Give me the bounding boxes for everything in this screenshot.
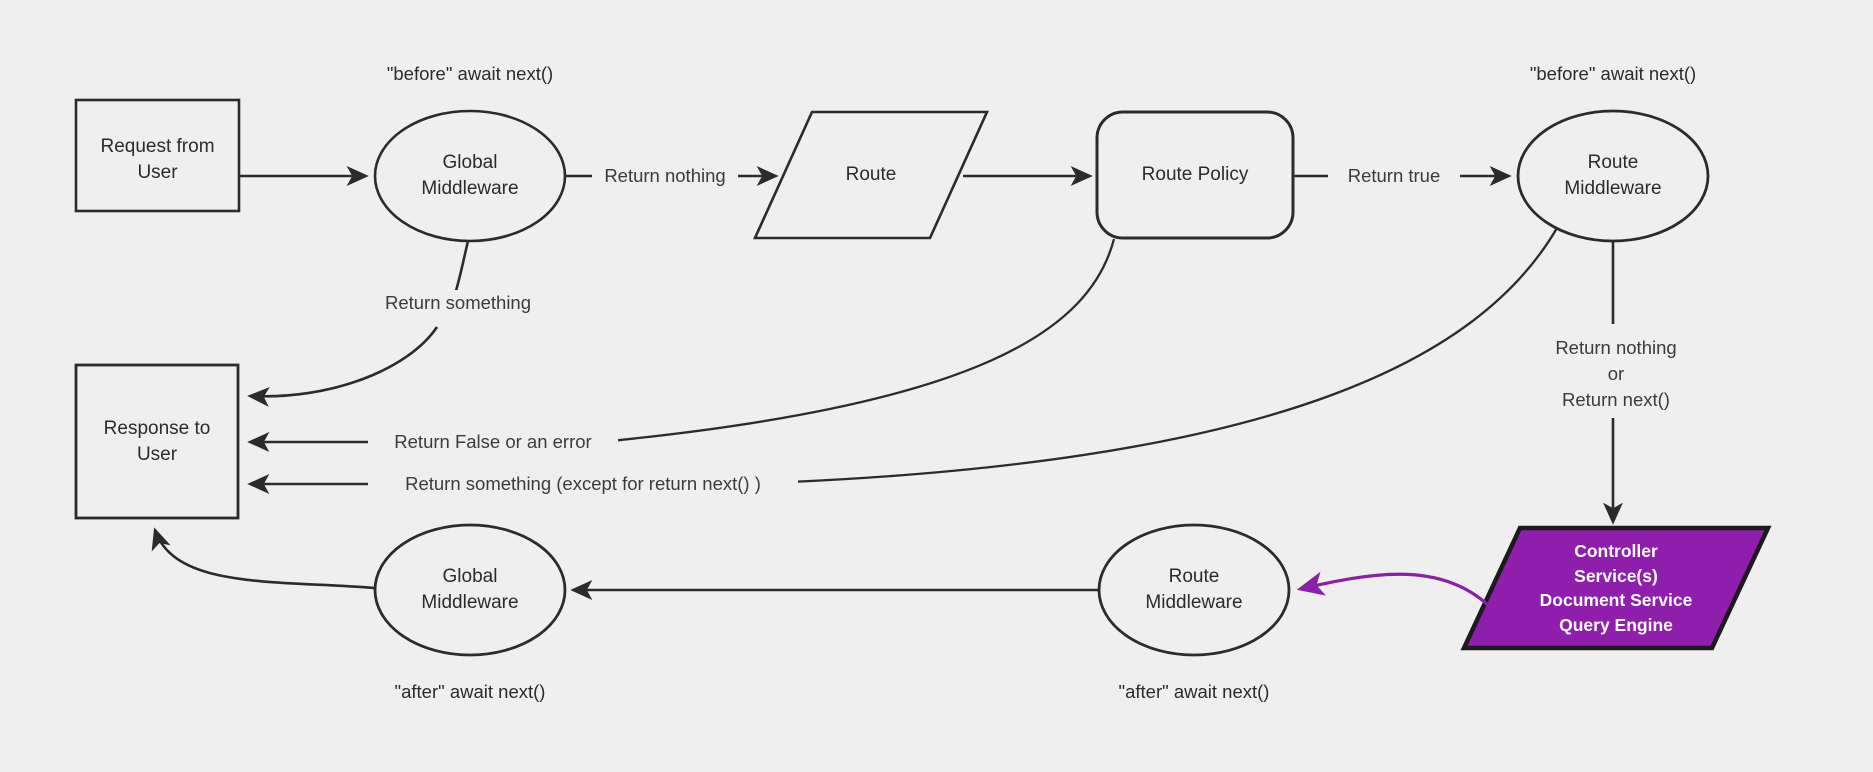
edge-label-return-false-or-error: Return False or an error bbox=[368, 429, 618, 455]
annotation-after-await-next-route: "after" await next() bbox=[1118, 681, 1270, 702]
edge-global-middleware-to-response-bottom bbox=[151, 527, 376, 590]
annotation-after-await-next-global: "after" await next() bbox=[394, 681, 546, 702]
node-route-middleware-bottom[interactable] bbox=[1097, 523, 1291, 657]
edge-controller-to-route-middleware-purple bbox=[1296, 571, 1491, 608]
edge-route-middleware-to-response-curve bbox=[789, 227, 1558, 484]
edge-global-middleware-to-response-b bbox=[247, 326, 439, 407]
edge-label-return-true: Return true bbox=[1328, 163, 1460, 189]
node-global-middleware-bottom[interactable] bbox=[373, 523, 567, 657]
annotation-before-await-next-route: "before" await next() bbox=[1529, 63, 1697, 84]
edge-route-policy-to-response-curve bbox=[609, 238, 1116, 443]
node-route-middleware-top[interactable] bbox=[1516, 109, 1710, 243]
edge-label-return-nothing-or-next: Return nothing or Return next() bbox=[1503, 335, 1729, 413]
edge-label-return-something-except-next: Return something (except for return next… bbox=[368, 471, 798, 497]
node-route[interactable] bbox=[752, 110, 990, 240]
node-request-from-user[interactable] bbox=[74, 98, 241, 213]
edge-label-return-nothing: Return nothing bbox=[592, 163, 738, 189]
annotation-before-await-next-global: "before" await next() bbox=[386, 63, 554, 84]
node-global-middleware-top[interactable] bbox=[373, 109, 567, 243]
node-controller-services[interactable] bbox=[1460, 525, 1772, 651]
node-response-to-user[interactable] bbox=[74, 363, 240, 520]
edge-global-middleware-to-response-a bbox=[453, 240, 470, 295]
edge-label-return-something: Return something bbox=[365, 290, 551, 316]
node-route-policy[interactable] bbox=[1095, 110, 1295, 240]
